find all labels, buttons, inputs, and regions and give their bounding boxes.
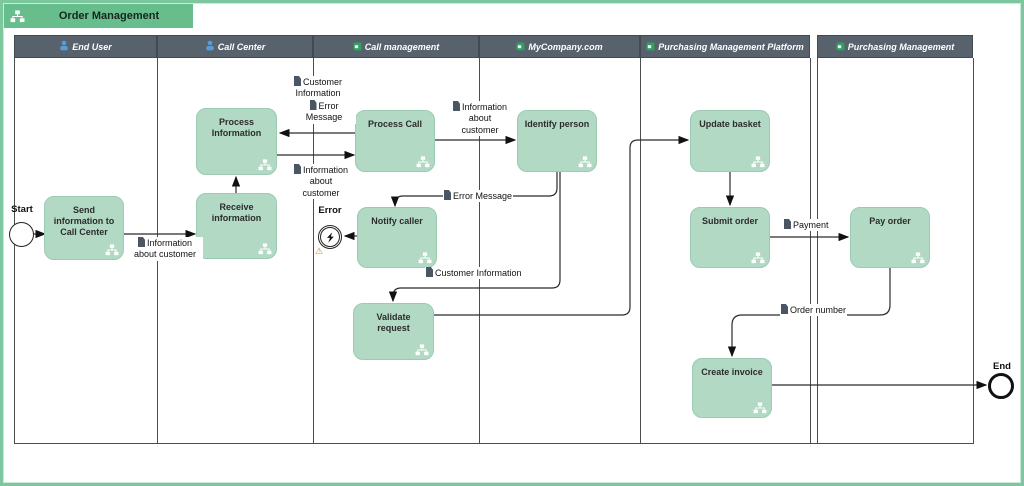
task-send-information-to-call-center[interactable]: Send information to Call Center: [44, 196, 124, 260]
subprocess-icon: [258, 159, 272, 171]
lane-header-purchasing-management[interactable]: Purchasing Management: [817, 35, 973, 58]
pool-bottom-border: [14, 443, 974, 444]
flow-label-information-about-customer: Information about customer: [446, 101, 514, 136]
lane-header-call-management[interactable]: Call management: [313, 35, 479, 58]
data-object-icon: [137, 237, 145, 247]
flow-label-customer-information: Customer Information: [425, 267, 523, 280]
task-label: Submit order: [701, 216, 758, 226]
data-object-icon: [293, 164, 301, 174]
lane-divider: [313, 58, 314, 444]
lane-header-call-center[interactable]: Call Center: [157, 35, 313, 58]
subprocess-icon: [415, 344, 429, 356]
task-label: Process Call: [367, 119, 423, 129]
data-object-icon: [781, 304, 788, 314]
task-update-basket[interactable]: Update basket: [690, 110, 770, 172]
subprocess-icon: [578, 156, 592, 168]
flow-label-error-message: Error Message: [443, 190, 514, 203]
lane-divider: [810, 58, 811, 444]
subprocess-icon: [418, 252, 432, 264]
person-icon: [205, 38, 215, 56]
lane-label: Call Center: [217, 41, 266, 52]
task-label: Send information to Call Center: [53, 205, 115, 237]
task-validate-request[interactable]: Validate request: [353, 303, 434, 360]
flow-label-payment: Payment: [783, 219, 830, 232]
pool-right-border: [973, 58, 974, 444]
subprocess-icon: [258, 243, 272, 255]
task-submit-order[interactable]: Submit order: [690, 207, 770, 268]
task-label: Create invoice: [701, 367, 763, 377]
start-event[interactable]: [9, 222, 34, 247]
start-event-label: Start: [11, 204, 33, 215]
subprocess-icon: [911, 252, 925, 264]
data-object-icon: [452, 101, 460, 111]
orgchart-icon: [10, 9, 25, 23]
lane-divider: [640, 58, 641, 444]
task-process-information[interactable]: Process Information: [196, 108, 277, 175]
data-object-icon: [426, 267, 433, 277]
task-label: Pay order: [869, 216, 911, 226]
data-object-icon: [293, 76, 301, 86]
end-event-label: End: [993, 361, 1011, 372]
subprocess-icon: [753, 402, 767, 414]
task-label: Notify caller: [371, 216, 423, 226]
task-label: Validate request: [376, 312, 411, 333]
subprocess-icon: [751, 252, 765, 264]
lightning-icon: [327, 231, 334, 243]
application-icon: [516, 38, 525, 56]
subprocess-icon: [416, 156, 430, 168]
task-label: Receive information: [211, 202, 262, 223]
task-create-invoice[interactable]: Create invoice: [692, 358, 772, 418]
page-title: Order Management: [58, 10, 160, 22]
task-receive-information[interactable]: Receive information: [196, 193, 277, 259]
data-object-icon: [309, 100, 317, 110]
task-pay-order[interactable]: Pay order: [850, 207, 930, 268]
task-label: Process Information: [211, 117, 262, 138]
error-end-event[interactable]: [318, 225, 342, 249]
flow-label-information-about-customer: Information about customer: [288, 164, 354, 199]
lane-label: End User: [72, 41, 112, 52]
lane-divider: [817, 58, 818, 444]
error-event-ring: [320, 227, 340, 247]
task-label: Update basket: [699, 119, 761, 129]
subprocess-icon: [105, 244, 119, 256]
task-process-call[interactable]: Process Call: [355, 110, 435, 172]
pool-left-border: [14, 58, 15, 444]
lane-header-end-user[interactable]: End User: [14, 35, 157, 58]
flow-label-customer-information: Customer Information: [284, 76, 352, 100]
lane-label: MyCompany.com: [528, 41, 603, 52]
lane-header-mycompany[interactable]: MyCompany.com: [479, 35, 640, 58]
application-icon: [646, 38, 655, 56]
lane-header-purchasing-platform[interactable]: Purchasing Management Platform: [640, 35, 810, 58]
lane-label: Purchasing Management: [847, 41, 955, 52]
flow-label-order-number: Order number: [780, 304, 848, 317]
flow-label-information-about-customer: Information about customer: [127, 237, 203, 261]
data-object-icon: [784, 219, 791, 229]
flow-label-error-message: Error Message: [292, 100, 356, 124]
subprocess-icon: [751, 156, 765, 168]
process-title-bar[interactable]: Order Management: [4, 4, 193, 28]
lane-label: Call management: [364, 41, 440, 52]
person-icon: [59, 38, 69, 56]
application-icon: [353, 38, 362, 56]
data-object-icon: [444, 190, 451, 200]
end-event[interactable]: [988, 373, 1014, 399]
task-identify-person[interactable]: Identify person: [517, 110, 597, 172]
error-event-label: Error: [318, 205, 342, 216]
application-icon: [836, 38, 845, 56]
task-notify-caller[interactable]: Notify caller: [357, 207, 437, 268]
task-label: Identify person: [524, 119, 590, 129]
lane-label: Purchasing Management Platform: [658, 41, 804, 52]
warning-icon: ⚠: [315, 246, 324, 256]
